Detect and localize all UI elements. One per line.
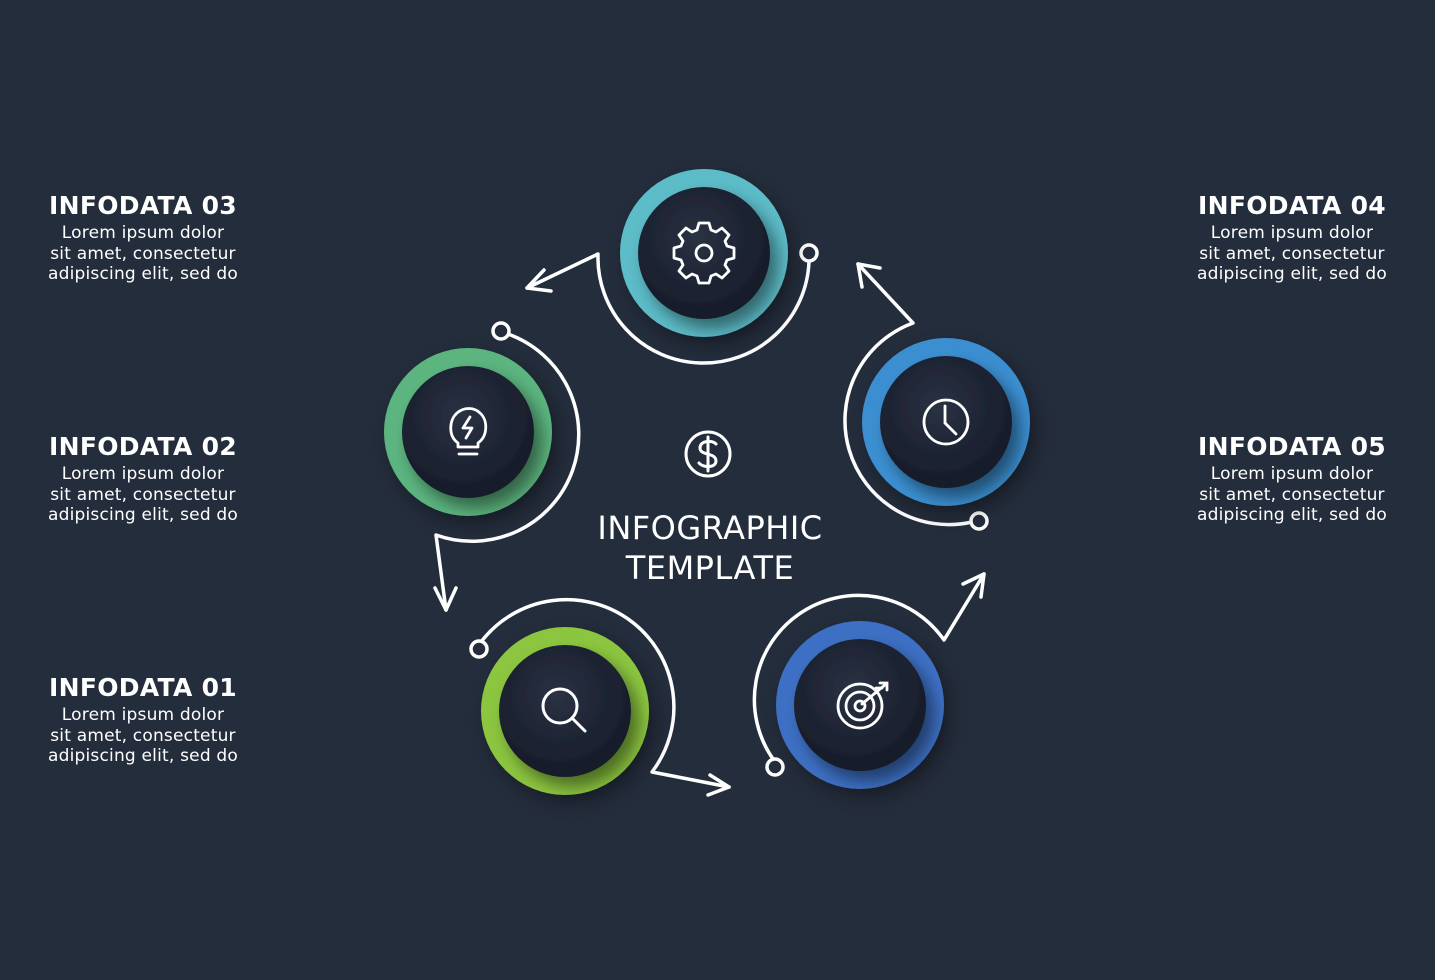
info-block-05: INFODATA 05 Lorem ipsum dolor sit amet, … (1162, 432, 1422, 526)
info-body-03-line-1: Lorem ipsum dolor (61, 223, 225, 243)
info-body-02-line-3: adipiscing elit, sed do (47, 505, 239, 525)
node-01 (481, 627, 649, 795)
connector-01 (469, 597, 731, 797)
magnifier-icon (541, 687, 587, 733)
dollar-icon (684, 430, 732, 478)
connectors (433, 243, 989, 797)
info-body-05-line-1: Lorem ipsum dolor (1210, 464, 1374, 484)
info-body-03: Lorem ipsum dolor sit amet, consectetur … (13, 223, 273, 285)
disc-05 (794, 639, 926, 771)
info-body-05-line-2: sit amet, consectetur (1199, 484, 1385, 505)
clock-icon (922, 398, 970, 446)
info-body-01-line-1: Lorem ipsum dolor (61, 705, 225, 725)
info-body-04-line-2: sit amet, consectetur (1199, 243, 1385, 264)
info-block-04: INFODATA 04 Lorem ipsum dolor sit amet, … (1162, 191, 1422, 285)
disc-01 (499, 645, 631, 777)
connector-04 (843, 262, 989, 531)
info-title-03: INFODATA 03 (49, 191, 237, 220)
info-title-02: INFODATA 02 (49, 432, 237, 461)
info-body-01-line-3: adipiscing elit, sed do (47, 746, 239, 766)
info-body-01: Lorem ipsum dolor sit amet, consectetur … (13, 705, 273, 767)
info-body-04-line-1: Lorem ipsum dolor (1210, 223, 1374, 243)
center-title: INFOGRAPHIC TEMPLATE (560, 508, 860, 588)
target-icon (836, 681, 889, 730)
info-body-05: Lorem ipsum dolor sit amet, consectetur … (1162, 464, 1422, 526)
connector-05 (752, 572, 986, 777)
info-block-01: INFODATA 01 Lorem ipsum dolor sit amet, … (13, 673, 273, 767)
info-body-01-line-2: sit amet, consectetur (50, 725, 236, 746)
info-body-02-line-1: Lorem ipsum dolor (61, 464, 225, 484)
info-body-02: Lorem ipsum dolor sit amet, consectetur … (13, 464, 273, 526)
info-body-05-line-3: adipiscing elit, sed do (1196, 505, 1388, 525)
node-04 (862, 338, 1030, 506)
disc-03 (638, 187, 770, 319)
center-title-line-2: TEMPLATE (625, 549, 795, 587)
center-title-line-1: INFOGRAPHIC (597, 509, 823, 547)
node-05 (776, 621, 944, 789)
node-02 (384, 348, 552, 516)
connector-03 (525, 243, 819, 365)
info-body-04-line-3: adipiscing elit, sed do (1196, 264, 1388, 284)
info-body-03-line-3: adipiscing elit, sed do (47, 264, 239, 284)
info-title-04: INFODATA 04 (1198, 191, 1386, 220)
gear-icon (672, 221, 736, 285)
lightbulb-icon (449, 407, 488, 456)
info-body-02-line-2: sit amet, consectetur (50, 484, 236, 505)
info-block-03: INFODATA 03 Lorem ipsum dolor sit amet, … (13, 191, 273, 285)
info-block-02: INFODATA 02 Lorem ipsum dolor sit amet, … (13, 432, 273, 526)
info-title-05: INFODATA 05 (1198, 432, 1386, 461)
connector-02 (433, 321, 581, 612)
info-title-01: INFODATA 01 (49, 673, 237, 702)
info-body-04: Lorem ipsum dolor sit amet, consectetur … (1162, 223, 1422, 285)
info-body-03-line-2: sit amet, consectetur (50, 243, 236, 264)
node-03 (620, 169, 788, 337)
